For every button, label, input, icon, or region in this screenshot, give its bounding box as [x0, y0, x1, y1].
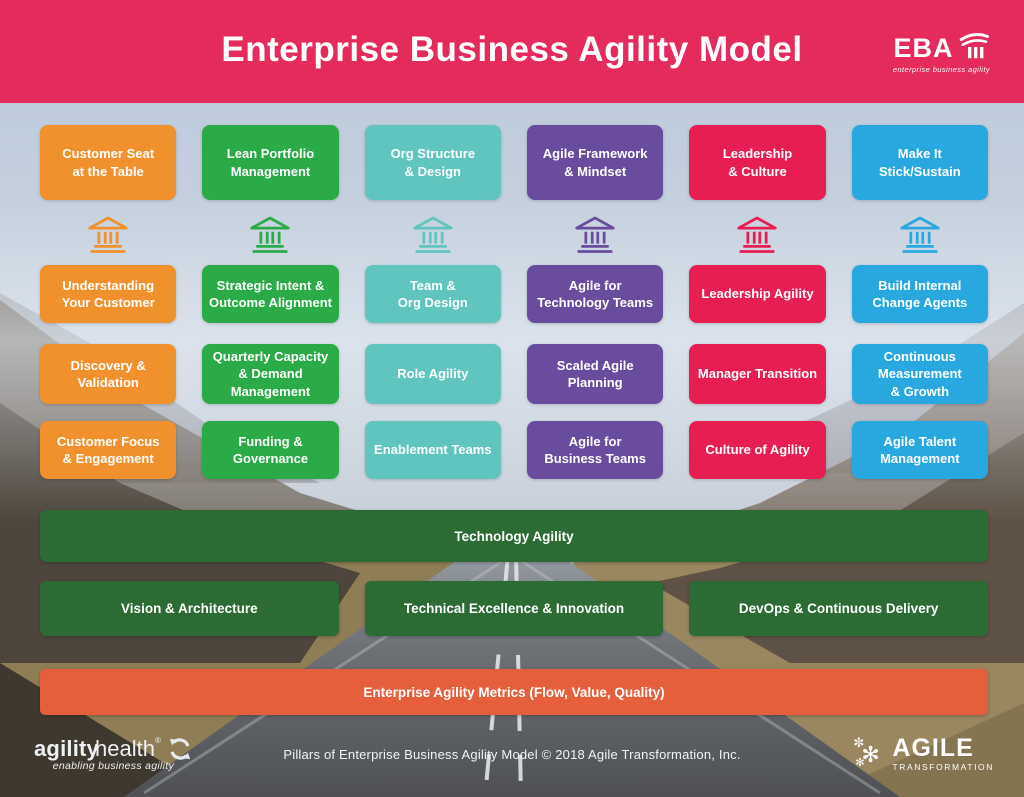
pillar-item-box: Scaled Agile Planning: [526, 344, 664, 404]
pillar-header-box: Make It Stick/Sustain: [851, 125, 988, 200]
pillar-item-box: Manager Transition: [689, 344, 826, 404]
cycle-arrows-icon: [169, 738, 190, 760]
pillar-item-box: Role Agility: [364, 344, 501, 404]
eba-logo-tagline: enterprise business agility: [892, 65, 990, 74]
sparkle-glyph: ✻: [861, 742, 880, 767]
eba-logo: EBA enterprise business agility: [893, 32, 990, 74]
technology-agility-bar: Technology Agility: [40, 510, 988, 562]
pillar-header-box: Org Structure & Design: [364, 125, 501, 200]
registered-mark: ®: [154, 736, 161, 745]
bank-icon: [40, 215, 176, 253]
pillar-item-box: Culture of Agility: [689, 421, 826, 479]
bank-icon: [852, 215, 988, 253]
pillar-item-box: Leadership Agility: [689, 265, 826, 323]
pillar-column-make-it-stick: Make It Stick/Sustain Build Internal Cha…: [851, 125, 988, 479]
pillar-item-box: Funding & Governance: [202, 421, 339, 479]
pillar-item-label: Scaled Agile Planning: [556, 357, 634, 390]
pillar-item-label: Understanding Your Customer: [61, 277, 155, 310]
pillar-header-label: Customer Seat at the Table: [62, 146, 155, 179]
pillar-item-box: Agile Talent Management: [851, 421, 988, 479]
pillar-item-label: Funding & Governance: [232, 433, 309, 466]
pillar-column-leadership-culture: Leadership & Culture Leadership Agility …: [689, 125, 826, 479]
bank-icon: [365, 215, 501, 253]
vision-architecture-bar: Vision & Architecture: [40, 581, 339, 636]
technical-excellence-bar: Technical Excellence & Innovation: [364, 581, 664, 636]
enterprise-metrics-bar: Enterprise Agility Metrics (Flow, Value,…: [40, 669, 988, 715]
bank-icon: [527, 215, 663, 253]
devops-delivery-bar: DevOps & Continuous Delivery: [689, 581, 988, 636]
technical-excellence-label: Technical Excellence & Innovation: [403, 601, 625, 616]
agile-transformation-line2: TRANSFORMATION: [892, 762, 994, 772]
pillar-column-lean-portfolio: Lean Portfolio Management Strategic Inte…: [202, 125, 339, 479]
agile-transformation-logo: ✻ ✼ ✻ AGILE TRANSFORMATION: [853, 734, 994, 773]
eba-column-icon: [960, 32, 990, 59]
pillar-item-box: Team & Org Design: [364, 265, 501, 323]
pillar-item-label: Enablement Teams: [374, 442, 492, 458]
footer: agilityhealth® enabling business agility…: [0, 730, 1024, 797]
header-banner: Enterprise Business Agility Model EBA en…: [0, 0, 1024, 103]
pillar-item-label: Continuous Measurement & Growth: [877, 349, 962, 399]
pillar-item-label: Build Internal Change Agents: [872, 277, 968, 310]
pillar-item-label: Role Agility: [397, 366, 469, 382]
agilityhealth-logo: agilityhealth® enabling business agility: [34, 736, 193, 772]
devops-delivery-label: DevOps & Continuous Delivery: [738, 601, 939, 616]
technology-agility-label: Technology Agility: [454, 528, 574, 544]
sparkle-glyph: ✻: [855, 757, 865, 769]
pillar-item-box: Continuous Measurement & Growth: [851, 344, 988, 404]
pillar-item-box: Strategic Intent & Outcome Alignment: [202, 265, 339, 323]
enterprise-metrics-label: Enterprise Agility Metrics (Flow, Value,…: [363, 684, 665, 700]
pillar-item-box: Discovery & Validation: [40, 344, 177, 404]
pillar-item-box: Customer Focus & Engagement: [40, 421, 177, 479]
pillar-item-box: Build Internal Change Agents: [851, 265, 988, 323]
pillar-header-box: Leadership & Culture: [689, 125, 826, 200]
pillar-item-label: Agile for Business Teams: [544, 433, 646, 466]
pillar-item-label: Quarterly Capacity & Demand Management: [212, 349, 329, 399]
pillar-item-label: Leadership Agility: [701, 286, 814, 302]
pillar-item-label: Manager Transition: [697, 366, 818, 382]
pillar-header-box: Lean Portfolio Management: [202, 125, 339, 200]
pillar-header-box: Customer Seat at the Table: [40, 125, 177, 200]
pillar-header-label: Org Structure & Design: [390, 146, 476, 179]
pillar-item-label: Discovery & Validation: [70, 357, 146, 390]
model-content: Customer Seat at the Table Understanding…: [40, 125, 988, 715]
pillar-item-box: Understanding Your Customer: [40, 265, 177, 323]
pillar-header-label: Leadership & Culture: [722, 146, 793, 179]
pillar-column-customer-seat: Customer Seat at the Table Understanding…: [40, 125, 177, 479]
pillar-item-label: Customer Focus & Engagement: [56, 433, 160, 466]
pillar-item-label: Team & Org Design: [397, 277, 468, 310]
agile-transformation-line1: AGILE: [892, 734, 974, 762]
agilityhealth-tagline: enabling business agility: [52, 760, 175, 772]
pillar-item-label: Culture of Agility: [705, 442, 810, 458]
pillar-item-label: Agile for Technology Teams: [537, 277, 654, 310]
sparkle-icon: ✻ ✼ ✻: [853, 736, 887, 772]
bank-icon: [689, 215, 825, 253]
page-title: Enterprise Business Agility Model: [221, 30, 803, 69]
pillar-header-label: Agile Framework & Mindset: [542, 146, 648, 179]
pillar-item-box: Quarterly Capacity & Demand Management: [202, 344, 339, 404]
pillar-grid: Customer Seat at the Table Understanding…: [40, 125, 988, 479]
pillar-header-box: Agile Framework & Mindset: [526, 125, 664, 200]
bank-icon: [202, 215, 338, 253]
pillar-column-agile-framework: Agile Framework & Mindset Agile for Tech…: [526, 125, 664, 479]
eba-logo-text: EBA: [893, 33, 954, 63]
pillar-column-org-structure: Org Structure & Design Team & Org Design…: [364, 125, 501, 479]
copyright-text: Pillars of Enterprise Business Agility M…: [283, 747, 741, 762]
pillar-item-box: Agile for Business Teams: [526, 421, 664, 479]
pillar-header-label: Lean Portfolio Management: [226, 146, 315, 179]
pillar-item-label: Agile Talent Management: [880, 433, 960, 466]
agilityhealth-logo-bold: agility: [34, 736, 99, 761]
pillar-item-box: Enablement Teams: [364, 421, 501, 479]
pillar-item-box: Agile for Technology Teams: [526, 265, 664, 323]
agilityhealth-logo-light: health: [94, 736, 155, 761]
pillar-item-label: Strategic Intent & Outcome Alignment: [208, 277, 332, 310]
technology-sub-bars: Vision & Architecture Technical Excellen…: [40, 581, 988, 636]
pillar-header-label: Make It Stick/Sustain: [879, 146, 961, 179]
vision-architecture-label: Vision & Architecture: [121, 601, 258, 616]
sparkle-glyph: ✼: [853, 735, 865, 750]
